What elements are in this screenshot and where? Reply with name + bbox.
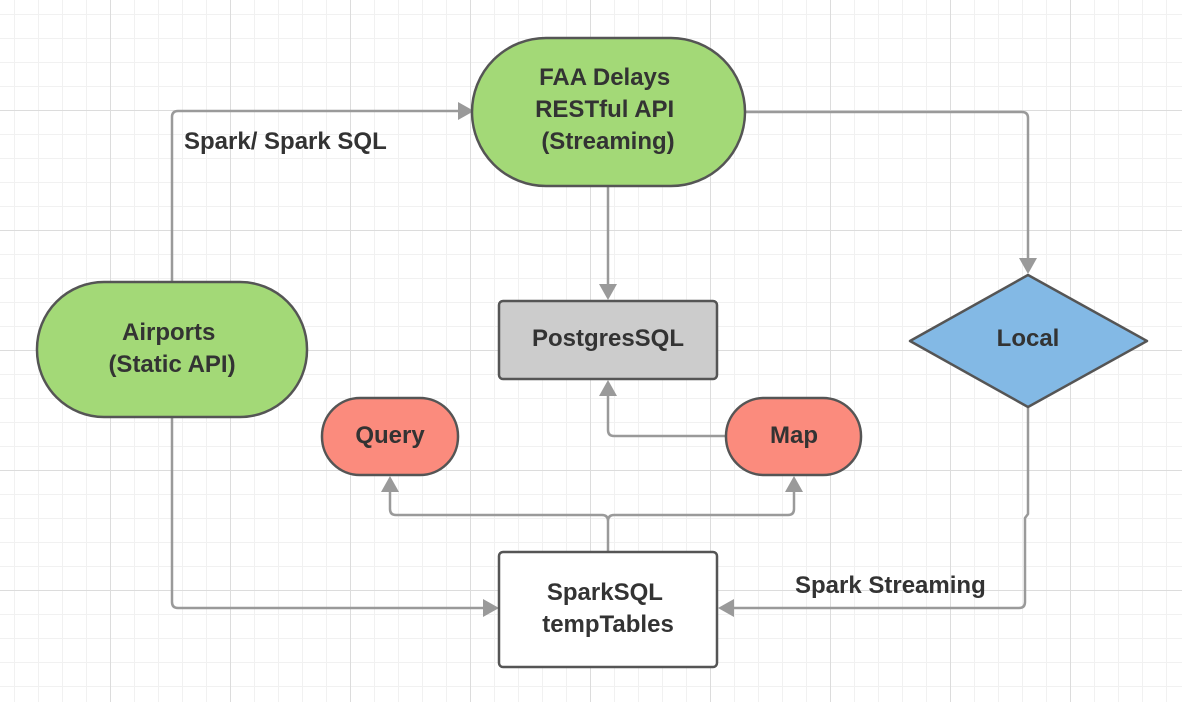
edge-map-to-postgres: [606, 392, 726, 438]
edge-sparksql-to-query-map: [388, 488, 796, 551]
edge-faa-to-local: [745, 110, 1030, 262]
node-sparksql-shape: [497, 550, 719, 669]
arrowhead-into-postgres-bottom: [599, 380, 617, 396]
node-faa-label: FAA Delays RESTful API (Streaming): [535, 64, 681, 155]
node-postgres-label: PostgresSQL: [532, 325, 684, 352]
edge-airports-to-faa: [170, 109, 463, 282]
arrowhead-into-sparksql-right: [718, 599, 734, 617]
node-sparksql-temptables: SparkSQL tempTables: [497, 550, 719, 669]
node-map-label: Map: [770, 422, 818, 449]
node-local-label: Local: [997, 325, 1060, 352]
node-airports-api: Airports (Static API): [35, 280, 309, 419]
node-local-shape: [908, 273, 1149, 409]
node-airports-label: Airports (Static API): [108, 319, 235, 378]
node-query-shape: [320, 396, 460, 477]
arrowhead-into-postgres-top: [599, 284, 617, 300]
node-sparksql-label: SparkSQL tempTables: [542, 579, 674, 638]
arrowhead-into-query: [381, 476, 399, 492]
edge-label-spark-streaming: Spark Streaming: [795, 572, 986, 599]
node-map: Map: [724, 396, 863, 477]
node-faa-shape: [470, 36, 747, 188]
node-map-shape: [724, 396, 863, 477]
node-faa-delays-api: FAA Delays RESTful API (Streaming): [470, 36, 747, 188]
edge-airports-to-sparksql: [170, 418, 487, 610]
edge-label-spark-sql: Spark/ Spark SQL: [184, 128, 387, 155]
node-local: Local: [908, 273, 1149, 409]
node-postgres-shape: [497, 299, 719, 381]
arrowhead-into-sparksql-left: [483, 599, 499, 617]
edge-local-to-sparksql: [731, 408, 1030, 610]
node-query-label: Query: [355, 422, 425, 449]
arrowhead-into-local: [1019, 258, 1037, 274]
edges: [170, 102, 1037, 617]
arrowhead-into-map: [785, 476, 803, 492]
node-airports-shape: [35, 280, 309, 419]
arrowhead-into-faa: [458, 102, 474, 120]
node-postgressql: PostgresSQL: [497, 299, 719, 381]
node-query: Query: [320, 396, 460, 477]
